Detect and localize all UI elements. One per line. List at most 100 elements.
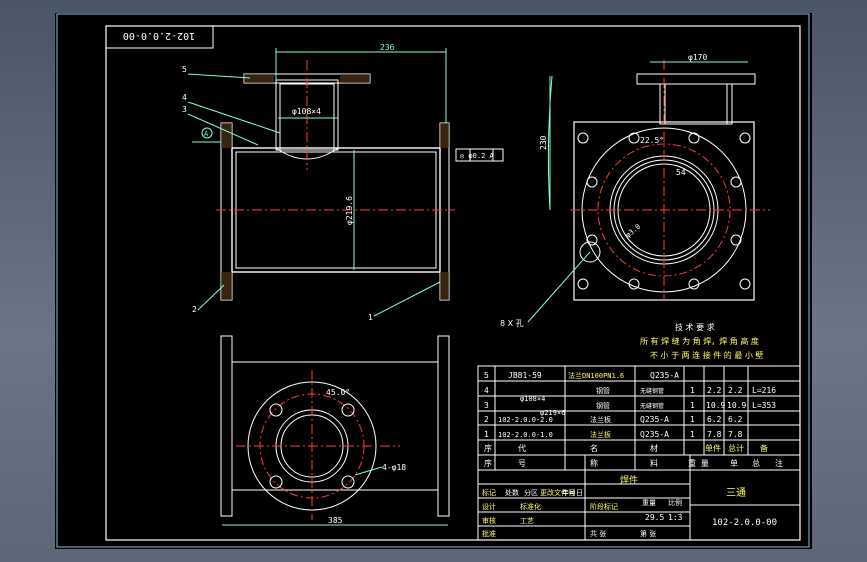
tb-label3-4: 第 张 xyxy=(640,529,656,538)
bom-hdr2-note: 注 xyxy=(775,458,783,468)
tb-label-5: 年月日 xyxy=(562,488,583,497)
bom-row1-unit: 7.8 xyxy=(707,430,722,439)
tech-notes-line1: 所 有 焊 缝 为 角 焊，焊 角 高 度 xyxy=(640,336,759,346)
bom-row4-no: 4 xyxy=(484,386,489,395)
bom-row2-unit: 6.2 xyxy=(707,415,722,424)
side-dim-pcd: φ3.0 xyxy=(624,223,642,240)
front-view: 236 φ108×4 φ219.6 ◎ φ0.2 A A 5 4 3 2 1 xyxy=(182,43,504,322)
bottom-dim-angle: 45.0° xyxy=(326,388,350,397)
side-note: 8 X 孔 xyxy=(500,319,524,328)
tech-notes-line2: 不 小 于 两 连 接 件 的 最 小 壁 xyxy=(650,350,763,360)
bom-row5-code: JB81-59 xyxy=(508,371,542,380)
bom-row1-no: 1 xyxy=(484,430,489,439)
bom-row2-total: 6.2 xyxy=(728,415,743,424)
tech-notes-title: 技 术 要 求 xyxy=(675,322,715,332)
bom-row3-total: 10.9 xyxy=(727,401,746,410)
tb-label3-0: 审核 xyxy=(482,516,496,525)
inner-border xyxy=(105,25,801,541)
bom-hdr-material: 材 xyxy=(650,443,658,453)
bom-row1-name: 法兰板 xyxy=(590,430,611,439)
bom-row5-mat: Q235-A xyxy=(650,371,679,380)
bom-row1-mat: Q235-A xyxy=(640,430,669,439)
bom-hdr2-material: 料 xyxy=(650,458,658,468)
bom-row2-name: 法兰板 xyxy=(590,415,611,424)
drawing-no-box xyxy=(105,25,214,49)
bom-row2-qty: 1 xyxy=(690,415,695,424)
tb-label2-1: 标准化 xyxy=(520,502,541,511)
bom-row1-code: 102-2.0.0-1.0 xyxy=(498,431,553,439)
flatness-tol: ◎ φ0.2 A xyxy=(460,152,495,160)
balloon-1: 1 xyxy=(368,313,373,322)
side-dim-230: 230 xyxy=(539,135,548,150)
tb-label2-2: 阶段标记 xyxy=(590,502,618,511)
balloon-4: 4 xyxy=(182,93,187,102)
bom-hdr2-total: 总 xyxy=(752,458,760,468)
bom-hdr-note: 备 xyxy=(760,443,768,453)
bom-row4-qty: 1 xyxy=(690,386,695,395)
tech-notes: 技 术 要 求 所 有 焊 缝 为 角 焊，焊 角 高 度 不 小 于 两 连 … xyxy=(640,322,763,360)
bom-hdr2-mass: 重 量 xyxy=(688,458,709,468)
tb-label-3: 更改文件号 xyxy=(540,488,575,497)
weight-value: 29.5 xyxy=(645,513,664,522)
drawing-sheet: 102-2.0.0-00 236 φ108×4 φ219.6 xyxy=(55,13,812,549)
bottom-dim-holes: 4-φ18 xyxy=(382,463,406,472)
balloon-5: 5 xyxy=(182,65,187,74)
bom-hdr-unit: 单件 xyxy=(705,443,721,453)
tb-label3-2: 批准 xyxy=(482,529,496,538)
tb-label2-4: 比例 xyxy=(668,498,682,507)
balloon-3: 3 xyxy=(182,105,187,114)
bom-row1-qty: 1 xyxy=(690,430,695,439)
bom-hdr-code: 代 xyxy=(518,443,526,453)
cad-drawing: 102-2.0.0-00 236 φ108×4 φ219.6 xyxy=(56,13,810,548)
bom-row1-total: 7.8 xyxy=(728,430,743,439)
balloon-2: 2 xyxy=(192,305,197,314)
bom-table xyxy=(477,365,801,541)
bom-row3-note: L=353 xyxy=(752,401,776,410)
drawing-no: 102-2.0.0-00 xyxy=(712,518,777,528)
side-view: φ170 230 22.5° 54 φ3.0 8 X 孔 xyxy=(500,53,770,328)
bom-tube-label2: φ219×6 xyxy=(540,409,565,417)
bom-row4-name: 钢管 xyxy=(596,386,610,395)
bom-hdr2-unit: 单 xyxy=(730,458,738,468)
side-dim-170: φ170 xyxy=(688,53,707,62)
tb-label3-1: 工艺 xyxy=(520,517,534,525)
bom-hdr-no: 序 xyxy=(484,443,492,453)
tb-label2-0: 设计 xyxy=(482,502,496,511)
bom-row3-name: 钢管 xyxy=(596,401,610,410)
bom-tube-label: φ108×4 xyxy=(520,395,545,403)
bom-row3-mat: 无缝钢管 xyxy=(640,402,664,410)
side-dim-angle: 22.5° xyxy=(640,136,664,145)
dim-main: φ219.6 xyxy=(345,196,354,225)
part-title: 三通 xyxy=(726,487,746,499)
scale-value: 1:3 xyxy=(668,513,683,522)
bom-hdr2-name: 称 xyxy=(590,458,598,468)
drawing-no-rotated: 102-2.0.0-00 xyxy=(123,30,195,41)
bom-row4-mat: 无缝钢管 xyxy=(640,387,664,395)
bom-row2-code: 102-2.0.0-2.0 xyxy=(498,416,553,424)
tb-label-0: 标记 xyxy=(482,488,496,497)
bottom-view: 45.0° 4-φ18 385 xyxy=(220,335,450,526)
dim-branch: φ108×4 xyxy=(292,107,321,116)
bom-row4-note: L=216 xyxy=(752,386,776,395)
tb-label2-3: 重量 xyxy=(642,499,656,507)
bottom-dim-385: 385 xyxy=(328,516,343,525)
tb-label-2: 分区 xyxy=(524,488,538,497)
bom-hdr-name: 名 xyxy=(590,443,598,453)
bom-row5-no: 5 xyxy=(484,371,489,380)
side-dim-54: 54 xyxy=(676,168,686,177)
datum-a: A xyxy=(204,130,209,138)
dim-236: 236 xyxy=(380,43,395,52)
bom-row2-no: 2 xyxy=(484,415,489,424)
tb-label3-3: 共 张 xyxy=(590,529,606,538)
outer-border xyxy=(56,13,810,548)
tb-label-1: 处数 xyxy=(505,488,519,497)
bom-row2-mat: Q235-A xyxy=(640,415,669,424)
bom-hdr-total: 总计 xyxy=(728,443,744,453)
bom-row4-total: 2.2 xyxy=(728,386,743,395)
bom-hdr2-no: 序 xyxy=(484,458,492,468)
bom-row3-unit: 10.9 xyxy=(706,401,725,410)
bom-row5-name: 法兰DN100PN1.6 xyxy=(568,371,624,380)
bom-row3-no: 3 xyxy=(484,401,489,410)
bom-hdr2-code: 号 xyxy=(518,459,526,468)
bom-row3-qty: 1 xyxy=(690,401,695,410)
